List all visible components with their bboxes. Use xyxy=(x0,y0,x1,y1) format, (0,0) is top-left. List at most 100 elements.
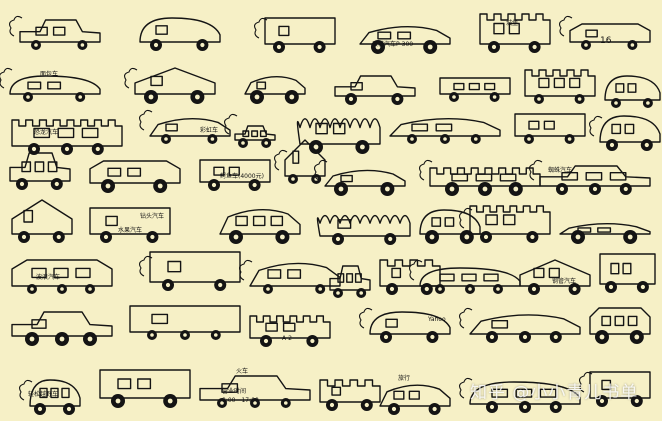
car-window xyxy=(47,161,58,173)
car-window xyxy=(543,120,555,130)
car-body xyxy=(199,375,311,401)
doodle-car xyxy=(514,113,586,137)
doodle-car xyxy=(529,159,651,187)
car-body xyxy=(244,76,306,95)
wheel-hub xyxy=(314,177,319,181)
doodle-car xyxy=(89,160,181,184)
car-window xyxy=(52,26,66,36)
wheel-hub xyxy=(391,406,397,412)
wheel-hub xyxy=(389,286,395,292)
car-body xyxy=(219,209,301,235)
doodle-car xyxy=(139,17,221,43)
doodle-car xyxy=(99,369,191,399)
wheel-hub xyxy=(19,181,25,187)
car-window xyxy=(228,166,240,176)
car-window xyxy=(585,171,603,181)
wheel-hub xyxy=(609,142,615,148)
car-body xyxy=(599,253,656,285)
car-window xyxy=(499,173,517,182)
wheel-hub xyxy=(34,43,38,47)
car-window xyxy=(23,209,34,223)
car-body xyxy=(149,251,241,283)
wheel-hub xyxy=(252,182,257,188)
wheel-hub xyxy=(317,44,322,50)
car-body xyxy=(524,69,596,97)
car-window xyxy=(453,82,465,91)
car-window xyxy=(561,171,579,181)
doodle-car xyxy=(559,15,651,43)
wheel-hub xyxy=(491,44,497,50)
car-body xyxy=(99,369,191,399)
doodle-car xyxy=(89,207,171,235)
car-window xyxy=(484,82,496,91)
exhaust-smoke xyxy=(459,377,473,399)
car-window xyxy=(493,22,505,35)
wheel-hub xyxy=(532,44,537,50)
car-body xyxy=(359,25,451,45)
wheel-hub xyxy=(577,97,582,101)
car-window xyxy=(385,318,398,328)
wheel-hub xyxy=(489,334,495,340)
wheel-hub xyxy=(88,287,92,291)
wheel-hub xyxy=(634,334,640,340)
car-window xyxy=(627,83,637,93)
wheel-hub xyxy=(233,234,239,240)
exhaust-smoke xyxy=(239,259,253,281)
wheel-hub xyxy=(614,101,618,105)
wheel-hub xyxy=(157,183,163,189)
car-window xyxy=(259,130,267,138)
wheel-hub xyxy=(360,144,365,150)
wheel-hub xyxy=(253,401,257,405)
wheel-hub xyxy=(26,95,30,99)
doodle-car xyxy=(604,75,661,101)
exhaust-smoke xyxy=(459,307,473,329)
car-window xyxy=(167,260,182,273)
wheel-hub xyxy=(364,402,369,408)
wheel-hub xyxy=(335,236,341,242)
doodle-car xyxy=(334,75,416,97)
car-label: 钻头汽车 xyxy=(140,212,164,220)
car-window xyxy=(331,386,342,396)
wheel-hub xyxy=(264,141,269,145)
wheel-hub xyxy=(310,338,315,344)
car-label: 波浪汽车 xyxy=(36,273,60,281)
doodle-car xyxy=(359,25,451,45)
wheel-hub xyxy=(318,287,323,291)
car-label: 水果汽车 xyxy=(118,226,142,234)
wheel-hub xyxy=(630,43,635,47)
wheel-hub xyxy=(492,95,497,99)
wheel-hub xyxy=(572,286,577,292)
wheel-hub xyxy=(148,94,154,100)
wheel-hub xyxy=(266,287,270,291)
doodle-car xyxy=(389,118,501,137)
car-body xyxy=(419,267,521,287)
car-window xyxy=(50,387,59,399)
wheel-hub xyxy=(280,234,285,240)
doodle-car xyxy=(139,251,241,283)
car-window xyxy=(282,322,296,332)
wheel-hub xyxy=(640,284,646,290)
wheel-hub xyxy=(522,404,528,410)
car-window xyxy=(278,25,290,37)
car-label: 蛋糕汽车P-300 xyxy=(372,40,413,48)
doodle-car xyxy=(11,119,123,147)
car-window xyxy=(27,81,42,90)
car-label: 旅行 xyxy=(398,374,410,382)
wheel-hub xyxy=(359,291,364,295)
exhaust-smoke xyxy=(274,149,288,171)
doodle-car xyxy=(329,265,371,291)
car-window xyxy=(337,273,345,283)
wheel-hub xyxy=(567,137,572,141)
exhaust-smoke xyxy=(589,115,603,137)
wheel-hub xyxy=(432,406,437,412)
car-window xyxy=(408,390,420,400)
doodle-car xyxy=(379,384,451,407)
car-body xyxy=(559,223,651,235)
car-window xyxy=(444,217,455,227)
wheel-hub xyxy=(489,404,495,410)
doodle-car xyxy=(11,199,73,235)
doodle-car xyxy=(599,253,656,285)
car-body xyxy=(379,384,451,407)
doodle-car xyxy=(244,76,306,95)
